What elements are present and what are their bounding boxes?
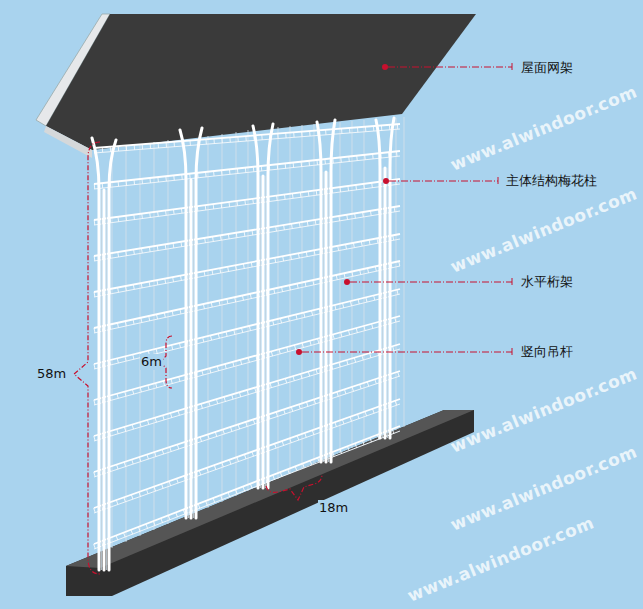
hangers (112, 117, 404, 548)
base-top (66, 410, 474, 568)
watermark: www.alwindoor.com (448, 81, 640, 174)
leader-dot (296, 64, 389, 355)
horizontal-truss (94, 124, 400, 549)
part-label: 竖向吊杆 (520, 344, 574, 360)
dimension-label: 18m (318, 500, 349, 516)
part-label: 主体结构梅花柱 (505, 173, 598, 189)
part-label: 水平桁架 (520, 274, 574, 290)
dimension-label: 6m (140, 354, 163, 370)
plum-column (92, 118, 394, 570)
part-label: 屋面网架 (520, 60, 574, 76)
roof-edge (44, 126, 92, 158)
dimension-brace (74, 142, 322, 574)
watermark: www.alwindoor.com (448, 183, 640, 276)
roof-slab (46, 14, 476, 150)
watermark: www.alwindoor.com (404, 513, 596, 606)
base-slab (66, 410, 474, 596)
leader-line (302, 63, 512, 356)
column-shade (102, 168, 388, 570)
dimension-label: 58m (36, 366, 67, 382)
watermark: www.alwindoor.com (448, 441, 640, 534)
watermark: www.alwindoor.com (448, 363, 640, 456)
